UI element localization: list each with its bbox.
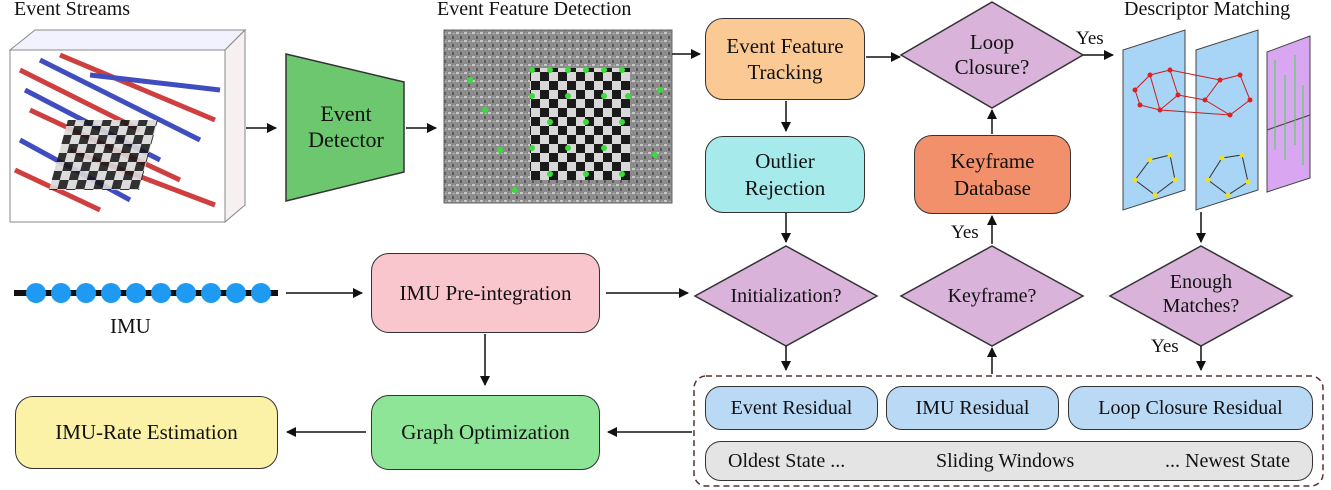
imu-preintegration-box: IMU Pre-integration — [371, 253, 600, 333]
enough-matches-label: Enough Matches? — [1162, 271, 1240, 317]
sliding-windows-label: Sliding Windows — [935, 449, 1075, 472]
descriptor-matching-image — [1122, 29, 1311, 211]
event-detector-label: Event Detector — [308, 100, 384, 152]
loop-closure-label: Loop Closure? — [954, 29, 1030, 79]
loop-closure-diamond — [899, 1, 1085, 109]
event-stream-cube-image — [8, 28, 247, 224]
imu-signal — [14, 283, 278, 303]
oldest-state-label: Oldest State ... — [728, 449, 846, 472]
event-feature-detection-title: Event Feature Detection — [437, 0, 632, 20]
imu-residual-pill: IMU Residual — [886, 386, 1059, 430]
initialization-label: Initialization? — [730, 285, 842, 307]
yes-label-keyframe: Yes — [951, 222, 979, 243]
event-feature-tracking-box: Event Feature Tracking — [705, 18, 865, 100]
loop-closure-residual-pill: Loop Closure Residual — [1068, 386, 1313, 430]
yes-label-matches: Yes — [1151, 336, 1179, 357]
graph-optimization-box: Graph Optimization — [371, 395, 600, 470]
keyframe-label: Keyframe? — [947, 285, 1037, 307]
sliding-window-states-pill: Oldest State ... Sliding Windows ... New… — [705, 441, 1313, 481]
newest-state-label: ... Newest State — [1165, 449, 1290, 472]
keyframe-diamond — [899, 245, 1085, 347]
event-residual-pill: Event Residual — [705, 386, 878, 430]
imu-label: IMU — [110, 314, 151, 338]
event-detector-shape — [285, 53, 405, 202]
sliding-window-container — [693, 375, 1324, 487]
yes-label-loop: Yes — [1076, 28, 1104, 49]
outlier-rejection-box: Outlier Rejection — [705, 136, 865, 213]
keyframe-database-box: Keyframe Database — [914, 135, 1071, 214]
imu-rate-estimation-box: IMU-Rate Estimation — [15, 396, 278, 469]
descriptor-matching-title: Descriptor Matching — [1124, 0, 1291, 20]
event-streams-title: Event Streams — [14, 0, 131, 20]
event-feature-image — [443, 29, 673, 204]
